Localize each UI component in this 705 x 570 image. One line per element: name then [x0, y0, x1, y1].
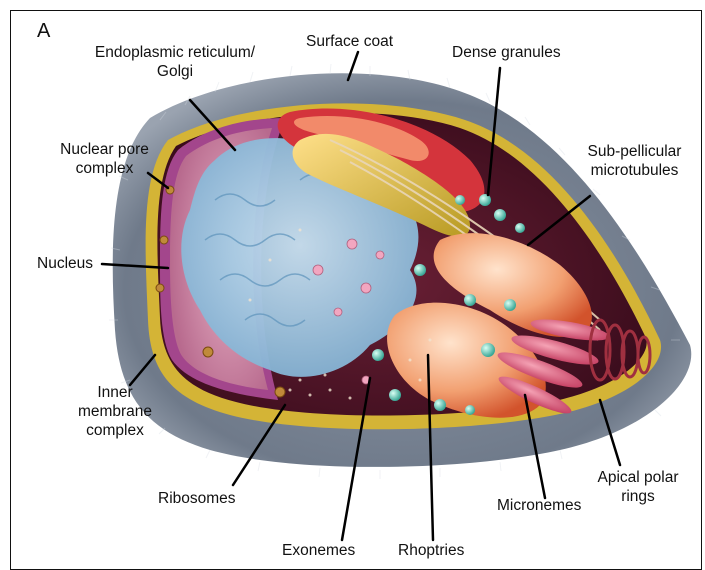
label-er-golgi: Endoplasmic reticulum/ Golgi	[70, 43, 280, 81]
label-subpellicular-line1: Sub-pellicular	[572, 142, 697, 161]
label-rhoptries: Rhoptries	[398, 541, 464, 560]
label-imc: Inner membrane complex	[55, 383, 175, 440]
panel-letter: A	[37, 20, 50, 43]
label-nuclear-pore: Nuclear pore complex	[42, 140, 167, 178]
label-apical-line1: Apical polar	[582, 468, 694, 487]
label-er-golgi-line1: Endoplasmic reticulum/	[70, 43, 280, 62]
label-nucleus: Nucleus	[37, 254, 93, 273]
label-nuclear-pore-line1: Nuclear pore	[42, 140, 167, 159]
label-exonemes: Exonemes	[282, 541, 355, 560]
label-apical-polar-rings: Apical polar rings	[582, 468, 694, 506]
label-surface-coat: Surface coat	[306, 32, 393, 51]
label-er-golgi-line2: Golgi	[70, 62, 280, 81]
label-subpellicular-line2: microtubules	[572, 161, 697, 180]
label-apical-line2: rings	[582, 487, 694, 506]
label-imc-line1: Inner	[55, 383, 175, 402]
label-subpellicular: Sub-pellicular microtubules	[572, 142, 697, 180]
label-nuclear-pore-line2: complex	[42, 159, 167, 178]
label-dense-granules: Dense granules	[452, 43, 561, 62]
label-imc-line2: membrane	[55, 402, 175, 421]
label-micronemes: Micronemes	[497, 496, 581, 515]
label-imc-line3: complex	[55, 421, 175, 440]
label-ribosomes: Ribosomes	[158, 489, 236, 508]
